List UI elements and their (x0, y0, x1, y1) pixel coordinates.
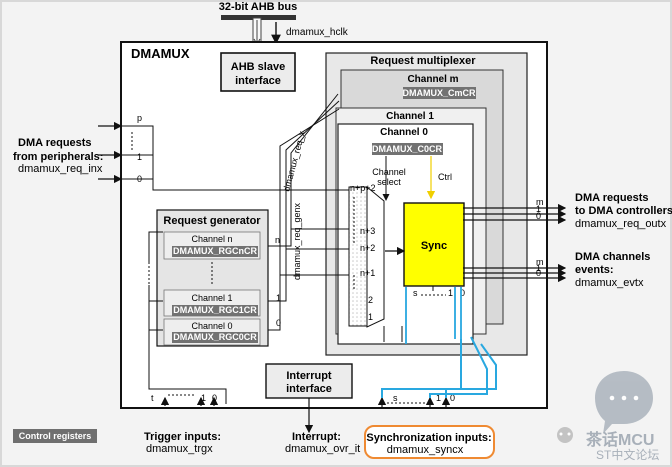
ahb-slave-line-2: interface (235, 75, 281, 87)
sync-inputs-line-2: dmamux_syncx (387, 444, 464, 456)
request-generator-title: Request generator (163, 215, 261, 227)
channel-1-title: Channel 1 (386, 111, 434, 122)
request-generator-channel-1-register (172, 305, 258, 316)
request-generator-channel-0-register (172, 332, 258, 343)
ahb-slave-line-1: AHB slave (231, 61, 285, 73)
trigger-inputs-line-2: dmamux_trgx (146, 443, 213, 455)
synchronization-inputs-box (364, 425, 495, 459)
sync-index-1: 1 (436, 393, 441, 403)
dma-events-out-line-1: DMA channels (575, 251, 650, 263)
req-gen-index-0: 0 (276, 318, 281, 328)
trigger-index-1: 1 (201, 393, 206, 403)
output-request-index-0: 0 (536, 211, 541, 221)
sync-input-1-label: 1 (448, 288, 453, 298)
channel-m-register-label: DMAMUX_CmCR (402, 88, 476, 98)
sync-input-0-label: 0 (460, 288, 465, 298)
request-generator-channel-n-register (172, 246, 258, 257)
control-registers-badge (13, 429, 97, 443)
channel-0-title: Channel 0 (380, 127, 428, 138)
hclk-label: dmamux_hclk (286, 27, 349, 38)
dma-requests-in-line-3: dmamux_req_inx (18, 163, 103, 175)
request-multiplexer-title: Request multiplexer (370, 55, 476, 67)
sync-inputs-line-1: Synchronization inputs: (366, 432, 491, 444)
periph-index-1: 1 (137, 152, 142, 162)
output-request-index-1: 1 (536, 204, 541, 214)
ahb-bus-label: 32-bit AHB bus (219, 1, 297, 13)
channel-select-line-1: Channel (372, 167, 406, 177)
dmamux-req-genx-label: dmamux_req_genx (292, 202, 302, 280)
dma-events-out-line-2: events: (575, 264, 614, 276)
dmamux-title: DMAMUX (131, 46, 190, 61)
sync-label: Sync (421, 240, 447, 252)
trigger-inputs-line-1: Trigger inputs: (144, 431, 221, 443)
mux-input-label-3: n+1 (360, 268, 375, 278)
sync-block (403, 202, 465, 287)
dma-requests-out-line-2: to DMA controllers: (575, 205, 672, 217)
request-generator-channel-n-name: Channel n (191, 234, 232, 244)
sync-index-s: s (393, 393, 398, 403)
request-generator-channel-1-name: Channel 1 (191, 293, 232, 303)
channel-select-line-2: select (377, 177, 401, 187)
trigger-index-0: 0 (212, 393, 217, 403)
channel-0-register (372, 143, 443, 155)
interrupt-output-line-2: dmamux_ovr_it (285, 443, 360, 455)
request-generator-channel-0-register-label: DMAMUX_RGC0CR (173, 332, 257, 342)
mux-input-label-5: 1 (368, 312, 373, 322)
mux-input-label-2: n+2 (360, 243, 375, 253)
channel-m-title: Channel m (407, 74, 458, 85)
channel-0-register-label: DMAMUX_C0CR (372, 144, 443, 154)
output-event-index-1: 1 (536, 263, 541, 273)
request-generator-channel-1-register-label: DMAMUX_RGC1CR (173, 305, 257, 315)
request-generator-channel-n-register-label: DMAMUX_RGCnCR (173, 246, 257, 256)
dma-requests-out-line-3: dmamux_req_outx (575, 218, 667, 230)
mux-input-label-0: n+p+2 (350, 183, 376, 193)
ahb-slave-interface (220, 52, 296, 92)
output-request-index-m: m (536, 197, 544, 207)
output-event-index-0: 0 (536, 268, 541, 278)
dma-requests-out-line-1: DMA requests (575, 192, 649, 204)
watermark-line-2: ST中文论坛 (596, 447, 659, 462)
interrupt-interface-line-1: Interrupt (286, 370, 332, 382)
req-gen-index-n: n (275, 235, 280, 245)
mux-input-label-4: 2 (368, 295, 373, 305)
sync-input-s-label: s (413, 288, 418, 298)
req-gen-index-1: 1 (276, 293, 281, 303)
request-generator-channel-0-name: Channel 0 (191, 321, 232, 331)
channel-m-register (403, 87, 476, 99)
dma-requests-in-line-2: from peripherals: (13, 151, 103, 163)
watermark-line-1: 茶话MCU (585, 430, 654, 449)
ctrl-label: Ctrl (438, 172, 452, 182)
watermark: 茶话MCU ST中文论坛 (557, 371, 659, 462)
periph-index-p: p (137, 113, 142, 123)
sync-index-0: 0 (450, 393, 455, 403)
interrupt-interface-line-2: interface (286, 383, 332, 395)
control-registers-label: Control registers (19, 431, 92, 441)
trigger-index-t: t (151, 393, 154, 403)
dma-requests-in-line-1: DMA requests (18, 137, 92, 149)
output-event-index-m: m (536, 257, 544, 267)
mux-input-label-1: n+3 (360, 226, 375, 236)
mux-body (366, 185, 385, 328)
dma-events-out-line-3: dmamux_evtx (575, 277, 644, 289)
interrupt-output-line-1: Interrupt: (292, 431, 341, 443)
